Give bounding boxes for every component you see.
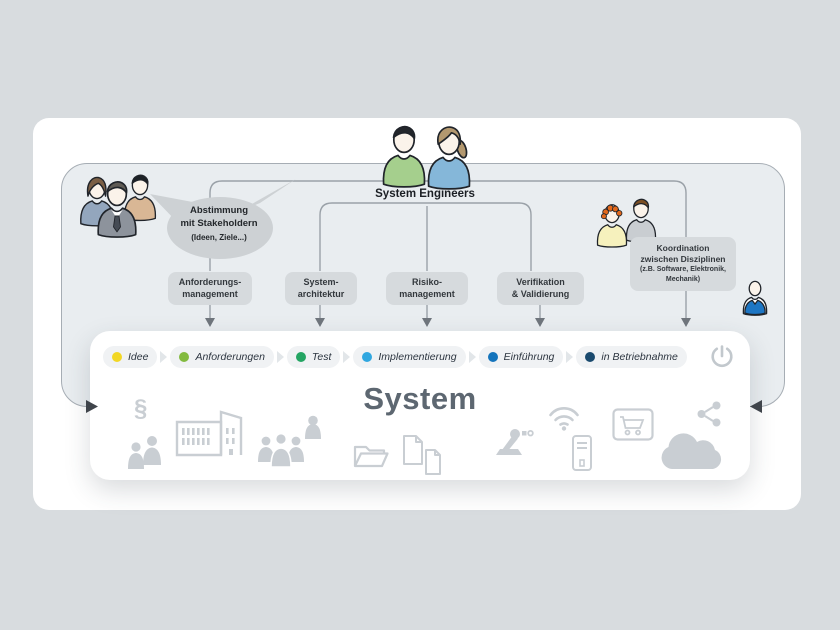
stage-dot <box>585 352 596 362</box>
box-line: Risiko- <box>411 276 442 287</box>
note-line2: mit Stakeholdern <box>180 217 258 229</box>
share-icon <box>697 401 721 427</box>
stage-label: Anforderungen <box>195 351 265 363</box>
note-line1: Abstimmung <box>189 205 249 216</box>
stage-label: Test <box>311 351 332 363</box>
box-line: Verifikation <box>516 276 565 287</box>
paragraph-icon: § <box>134 395 148 422</box>
box-koordination-disziplinen: Koordination zwischen Disziplinen (z.B. … <box>630 237 736 291</box>
stage-label: in Betriebnahme <box>601 351 678 363</box>
cloud-icon <box>661 433 722 469</box>
stage-pill-test: Test <box>286 346 341 368</box>
stage-dot <box>295 352 306 362</box>
stage-pill-betriebnahme: in Betriebnahme <box>576 346 687 368</box>
stage-label: Implementierung <box>378 351 457 363</box>
folder-icon <box>353 445 389 468</box>
stage-pill-anforderungen: Anforderungen <box>170 346 274 368</box>
wifi-icon <box>549 407 579 431</box>
stage-dot <box>112 352 122 362</box>
stage-dot <box>487 352 498 362</box>
box-line: Koordination <box>656 243 710 254</box>
power-icon <box>711 345 733 368</box>
chevron-right-icon <box>468 351 476 363</box>
box-anforderungsmanagement: Anforderungs- management <box>168 272 252 305</box>
timeline-row: Idee Anforderungen Test Implementierung … <box>103 342 737 372</box>
stage-pill-implementierung: Implementierung <box>353 346 466 368</box>
box-risikomanagement: Risiko- management <box>386 272 468 305</box>
box-line: Anforderungs- <box>178 276 242 287</box>
stage-label: Idee <box>128 351 149 363</box>
box-systemarchitektur: System- architektur <box>285 272 357 305</box>
stage-dot <box>362 352 373 362</box>
system-title: System <box>363 381 477 416</box>
box-line: management <box>182 288 238 299</box>
note-line3: (Ideen, Ziele...) <box>191 232 247 242</box>
box-line: System- <box>303 276 339 287</box>
documents-icon <box>403 435 441 475</box>
system-engineers-label: System Engineers <box>375 188 475 200</box>
box-line: management <box>399 288 455 299</box>
chevron-right-icon <box>343 351 351 363</box>
system-panel: Idee Anforderungen Test Implementierung … <box>90 331 750 480</box>
box-subline: Mechanik) <box>665 276 701 284</box>
robot-arm-icon <box>496 429 534 455</box>
box-verifikation-validierung: Verifikation & Validierung <box>497 272 584 305</box>
company-building-icon <box>175 410 243 457</box>
stage-pill-einfuehrung: Einführung <box>478 346 564 368</box>
box-line: architektur <box>297 288 345 299</box>
stakeholder-note: Abstimmung mit Stakeholdern (Ideen, Ziel… <box>166 205 272 243</box>
stakeholder-pair-icon <box>128 436 161 469</box>
person-icon <box>305 415 321 439</box>
chevron-right-icon <box>276 351 284 363</box>
shopping-cart-icon <box>612 408 654 441</box>
box-subline: (z.B. Software, Elektronik, <box>640 266 726 274</box>
computer-tower-icon <box>572 435 592 471</box>
box-line: zwischen Disziplinen <box>640 254 726 265</box>
team-icon <box>258 432 304 467</box>
stage-pill-idee: Idee <box>103 346 158 368</box>
box-line: & Validierung <box>511 288 570 299</box>
stage-dot <box>179 352 190 362</box>
chevron-right-icon <box>566 351 574 363</box>
chevron-right-icon <box>160 351 168 363</box>
stage-label: Einführung <box>503 351 555 363</box>
